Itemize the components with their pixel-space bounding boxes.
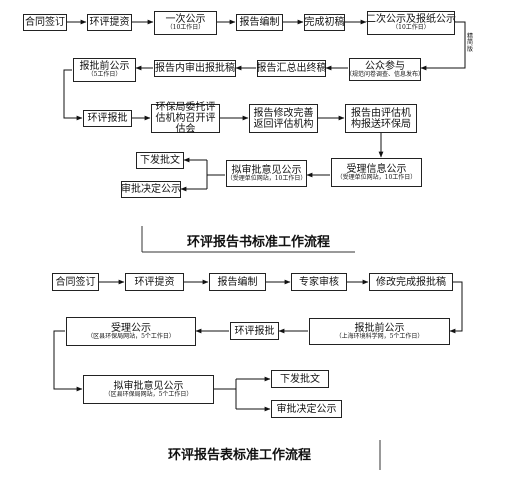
- f1-notice2-box: 二次公示及报纸公示 （10工作日）: [366, 11, 456, 35]
- f2-title: 环评报告表标准工作流程: [168, 448, 312, 463]
- f2-compile-label: 报告编制: [217, 276, 258, 288]
- f1-epb-review-label: 环保局委托评估机构召开评估会: [155, 102, 216, 135]
- f2-submit-label: 环评提资: [134, 276, 175, 288]
- f1-compile-label: 报告编制: [239, 17, 280, 28]
- f2-pre-notice-note: （上海环境科学网，5个工作日）: [335, 332, 424, 340]
- f1-notice1-label: 一次公示: [165, 14, 206, 26]
- f2-final-label: 修改完成报批稿: [376, 276, 446, 288]
- f1-draft-box: 完成初稿: [304, 14, 345, 31]
- f1-notice2-note: （10工作日）: [392, 24, 430, 32]
- f2-accept-notice-note: （区县环保局网站，5个工作日）: [87, 332, 175, 340]
- f2-expert-label: 专家审核: [299, 276, 339, 288]
- f2-contract-label: 合同签订: [55, 276, 96, 288]
- f2-expert-box: 专家审核: [291, 273, 347, 291]
- f2-pre-approval-note: （区县环保局网站，5个工作日）: [104, 390, 193, 398]
- f1-draft-label: 完成初稿: [304, 17, 345, 28]
- f1-pre-notice-note: （5工作日）: [87, 71, 122, 79]
- f1-revise-box: 报告修改完善返回评估机构: [249, 104, 318, 133]
- f2-final-box: 修改完成报批稿: [369, 273, 453, 291]
- f1-eval-submit-box: 报告由评估机构报送环保局: [345, 104, 417, 133]
- f2-issue-box: 下发批文: [271, 370, 329, 388]
- f1-internal-box: 报告内审出报批稿: [154, 60, 236, 77]
- f1-submit-label: 环评提资: [89, 17, 130, 28]
- f2-compile-box: 报告编制: [209, 273, 266, 291]
- f2-pre-notice-box: 报批前公示 （上海环境科学网，5个工作日）: [309, 318, 450, 345]
- f1-issue-label: 下发批文: [140, 155, 180, 166]
- f2-pre-approval-label: 拟审批意见公示: [113, 380, 184, 392]
- f1-side-note: 精简版: [467, 33, 474, 53]
- f2-issue-label: 下发批文: [280, 373, 320, 385]
- f2-submit-approval-label: 环评报批: [234, 325, 275, 337]
- f1-public-box: 公众参与 （规范问卷调查、信息发布）: [346, 58, 425, 81]
- f1-title: 环评报告书标准工作流程: [187, 235, 331, 250]
- f1-submit-approval-label: 环评报批: [87, 113, 128, 124]
- f2-accept-notice-box: 受理公示 （区县环保局网站，5个工作日）: [66, 317, 196, 346]
- f2-pre-approval-box: 拟审批意见公示 （区县环保局网站，5个工作日）: [83, 375, 214, 404]
- f1-pre-approval-label: 拟审批意见公示: [231, 164, 302, 176]
- f2-submit-approval-box: 环评报批: [230, 322, 279, 340]
- f1-summary-box: 报告汇总出终稿: [256, 60, 327, 77]
- f2-decision-label: 审批决定公示: [276, 403, 337, 415]
- f1-public-note: （规范问卷调查、信息发布）: [346, 70, 425, 78]
- f1-pre-approval-box: 拟审批意见公示 （受理单位网站，10工作日）: [226, 160, 307, 187]
- f1-pre-notice-box: 报批前公示 （5工作日）: [73, 58, 136, 82]
- f1-decision-label: 审批决定公示: [121, 184, 181, 195]
- f1-pre-notice-label: 报批前公示: [79, 61, 130, 73]
- f1-accept-notice-box: 受理信息公示 （受理单位网站，10工作日）: [331, 158, 422, 187]
- f1-contract-label: 合同签订: [25, 17, 65, 28]
- f1-accept-notice-label: 受理信息公示: [346, 163, 407, 175]
- f1-notice1-box: 一次公示 （10工作日）: [154, 11, 217, 35]
- f1-accept-notice-note: （受理单位网站，10工作日）: [336, 173, 417, 181]
- f1-internal-label: 报告内审出报批稿: [155, 63, 235, 74]
- f1-notice1-note: （10工作日）: [166, 24, 205, 32]
- f1-revise-label: 报告修改完善返回评估机构: [253, 107, 314, 130]
- f1-summary-label: 报告汇总出终稿: [256, 63, 327, 74]
- f1-notice2-label: 二次公示及报纸公示: [366, 14, 456, 26]
- f1-contract-box: 合同签订: [23, 14, 67, 31]
- f1-epb-review-box: 环保局委托评估机构召开评估会: [151, 102, 220, 135]
- f1-eval-submit-label: 报告由评估机构报送环保局: [351, 107, 411, 130]
- f1-submit-approval-box: 环评报批: [83, 110, 132, 127]
- f2-pre-notice-label: 报批前公示: [354, 322, 405, 334]
- f1-public-label: 公众参与: [365, 60, 405, 72]
- f1-decision-box: 审批决定公示: [121, 181, 181, 198]
- f1-issue-box: 下发批文: [136, 152, 184, 169]
- f2-submit-box: 环评提资: [125, 273, 184, 291]
- f1-compile-box: 报告编制: [236, 14, 283, 31]
- f2-contract-box: 合同签订: [52, 273, 99, 291]
- f1-pre-approval-note: （受理单位网站，10工作日）: [226, 174, 307, 182]
- f2-accept-notice-label: 受理公示: [111, 322, 151, 334]
- f1-submit-box: 环评提资: [87, 14, 132, 31]
- f2-decision-box: 审批决定公示: [271, 400, 342, 418]
